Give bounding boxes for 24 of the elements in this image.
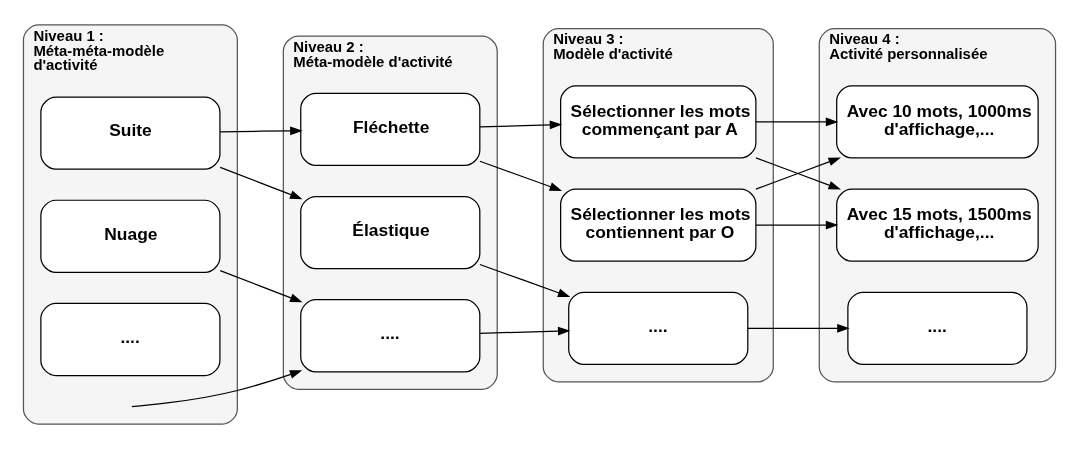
node-box: ....: [40, 302, 221, 377]
arrow: [479, 326, 571, 336]
node-box: Avec 15 mots, 1500ms d'affichage,...: [836, 188, 1039, 262]
node-box: ....: [568, 291, 749, 365]
arrow: [131, 370, 303, 408]
node-box: Suite: [40, 96, 221, 170]
arrow: [479, 263, 571, 298]
arrow: [755, 117, 839, 127]
arrow: [755, 220, 839, 230]
node-box: Fléchette: [300, 92, 481, 167]
node-box: Sélectionner les mots contiennent par O: [560, 188, 757, 262]
node-box: Avec 10 mots, 1000ms d'affichage,...: [836, 85, 1039, 159]
arrow: [219, 269, 303, 303]
node-box: ....: [847, 291, 1028, 365]
arrow: [747, 323, 850, 333]
node-box: Nuage: [40, 199, 221, 273]
arrow: [479, 160, 563, 191]
node-box: ....: [300, 299, 481, 373]
node-box: Sélectionner les mots commençant par A: [560, 85, 757, 159]
node-box: Élastique: [300, 195, 481, 270]
arrow: [219, 166, 303, 200]
arrow: [755, 157, 841, 190]
arrow: [479, 120, 563, 130]
arrow: [219, 126, 303, 136]
